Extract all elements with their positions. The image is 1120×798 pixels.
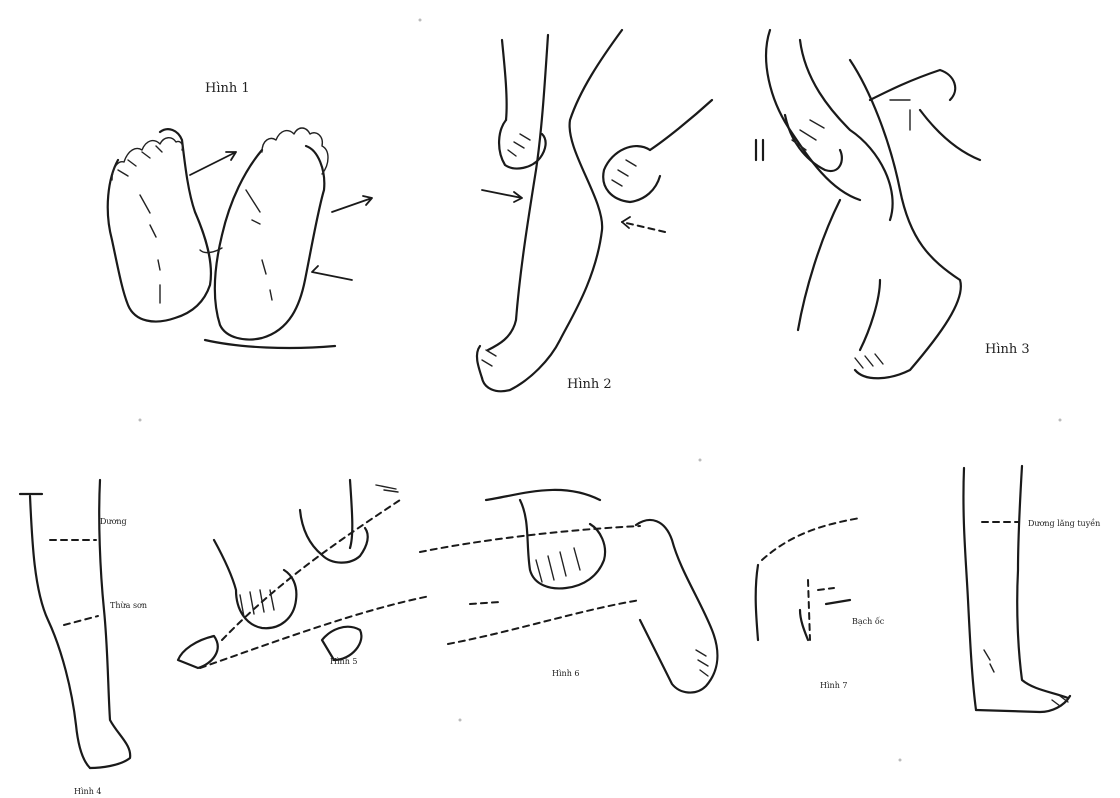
- hand: [520, 500, 605, 588]
- point-dash: [818, 588, 834, 590]
- toe-lines: [482, 350, 496, 366]
- toes: [696, 650, 708, 676]
- label-duong-lang-tuyen: Dương lăng tuyền: [1028, 519, 1100, 528]
- figure-4-caption: Hình 4: [74, 787, 101, 796]
- figure-4-leg-points: Dương Thừa sơn Hình 4: [20, 480, 147, 796]
- point-marker-lower: [64, 616, 98, 625]
- figure-5-caption: Hình 5: [330, 657, 357, 666]
- shin-line: [860, 280, 880, 350]
- figure-1-caption: Hình 1: [205, 81, 250, 96]
- hand-on-knee: [785, 115, 842, 171]
- label-thua-son: Thừa sơn: [110, 601, 147, 610]
- leg-back: [30, 496, 90, 768]
- detail-lines: [890, 100, 910, 130]
- forearm: [486, 490, 600, 500]
- fingers: [536, 548, 580, 582]
- figure-2-caption: Hình 2: [567, 377, 612, 392]
- figure-3-crossed-legs: Hình 3: [756, 30, 1030, 378]
- press-arrow-left: [482, 190, 522, 202]
- rotate-arrow-1: [190, 152, 236, 175]
- right-hand: [603, 146, 660, 202]
- inner-line: [808, 580, 810, 640]
- right-fingers: [612, 160, 636, 186]
- leg-edge-lower: [448, 600, 640, 644]
- right-forearm: [350, 480, 352, 548]
- leg-back: [963, 468, 976, 710]
- arm-line: [920, 110, 980, 160]
- leg-outline-right: [482, 30, 622, 391]
- pointer-line: [312, 266, 352, 280]
- right-foot-toes: [262, 128, 328, 174]
- foot-sole: [976, 696, 1070, 712]
- figure-6-caption: Hình 6: [552, 669, 579, 678]
- knee-curve: [762, 518, 860, 560]
- label-bach-oc: Bạch ốc: [852, 617, 885, 626]
- right-foot-hatching: [246, 190, 272, 300]
- hand-right: [300, 510, 368, 563]
- leg-front: [1017, 466, 1068, 698]
- toes: [855, 354, 883, 368]
- figure-3-caption: Hình 3: [985, 342, 1030, 357]
- back-leg: [798, 200, 840, 330]
- hand-tip: [322, 627, 361, 660]
- leg-edge-upper: [222, 500, 400, 640]
- left-foot-toes: [112, 138, 183, 180]
- pointer-line: [826, 600, 850, 604]
- figure-2-leg-massage: Hình 2: [477, 30, 712, 392]
- figure-7-knee-point: Bạch ốc Hình 7: [756, 518, 885, 690]
- lower-leg: [850, 60, 961, 378]
- left-fingers: [508, 134, 530, 156]
- figure-8-leg-side: Dương lăng tuyền: [963, 466, 1100, 712]
- label-duong: Dương: [100, 517, 127, 526]
- left-foot-hatching: [140, 195, 160, 303]
- leg-edge-lower: [200, 596, 430, 668]
- upper-leg-left: [766, 30, 860, 200]
- leg-edge-upper: [420, 526, 640, 552]
- figure-7-caption: Hình 7: [820, 681, 847, 690]
- right-foot-outline: [215, 146, 324, 339]
- foot-toes: [477, 346, 482, 378]
- ankle-marks: [984, 650, 994, 672]
- ground-line: [205, 340, 335, 348]
- motion-marks: [756, 140, 763, 160]
- left-arm: [502, 40, 507, 120]
- figure-5-hands-on-leg: Hình 5: [178, 480, 430, 668]
- right-arm: [650, 100, 712, 150]
- detail-marks: [376, 485, 398, 492]
- figure-1-feet: Hình 1: [108, 81, 372, 348]
- knee-edge: [756, 565, 758, 640]
- pointer: [470, 602, 500, 604]
- shin-stub: [800, 610, 808, 640]
- fingers-left: [240, 590, 274, 617]
- figure-6-calf-massage: Hình 6: [420, 490, 717, 693]
- foot-outline: [636, 520, 717, 693]
- right-hand: [870, 70, 955, 100]
- rotate-arrow-2: [332, 196, 372, 212]
